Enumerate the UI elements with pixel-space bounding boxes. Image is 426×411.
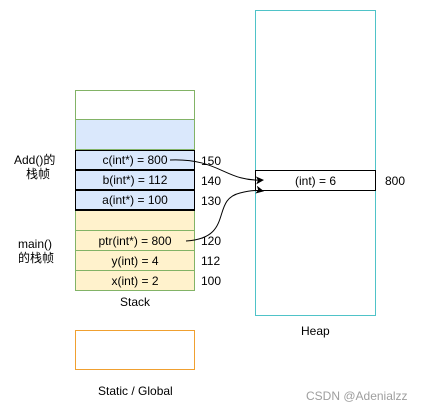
add-frame-label-line1: Add()的	[14, 153, 56, 167]
stack-row-value: b(int*) = 112	[102, 173, 168, 187]
main-frame-label-line2: 的栈帧	[18, 251, 55, 265]
heap-region	[255, 10, 376, 316]
stack-row-value: a(int*) = 100	[102, 193, 168, 207]
stack-row-address: 120	[201, 234, 222, 248]
stack-row-value: ptr(int*) = 800	[98, 233, 172, 248]
heap-label: Heap	[301, 324, 330, 338]
stack-row-address: 100	[201, 274, 222, 288]
stack-row	[75, 120, 195, 150]
stack-row-address: 140	[201, 174, 222, 188]
stack-label: Stack	[120, 295, 151, 309]
main-frame-label-line1: main()	[18, 237, 53, 251]
stack-row-address: 112	[201, 254, 221, 268]
stack-row-value: y(int) = 4	[111, 253, 159, 268]
stack-row-value: x(int) = 2	[111, 273, 159, 288]
static-global-region	[75, 330, 195, 370]
static-global-label: Static / Global	[98, 384, 173, 398]
watermark: CSDN @Adenialzz	[306, 389, 408, 403]
heap-cell-address: 800	[385, 174, 406, 188]
c-pointer-arrow	[169, 159, 264, 185]
stack-row: c(int*) = 800	[75, 150, 195, 170]
stack-row-value: c(int*) = 800	[102, 153, 168, 167]
ptr-pointer-arrow	[185, 185, 264, 242]
stack-row-address: 130	[201, 194, 222, 208]
stack-row: b(int*) = 112	[75, 170, 195, 190]
add-frame-label-line2: 栈帧	[26, 167, 51, 181]
heap-int-cell: (int) = 6	[255, 170, 376, 191]
